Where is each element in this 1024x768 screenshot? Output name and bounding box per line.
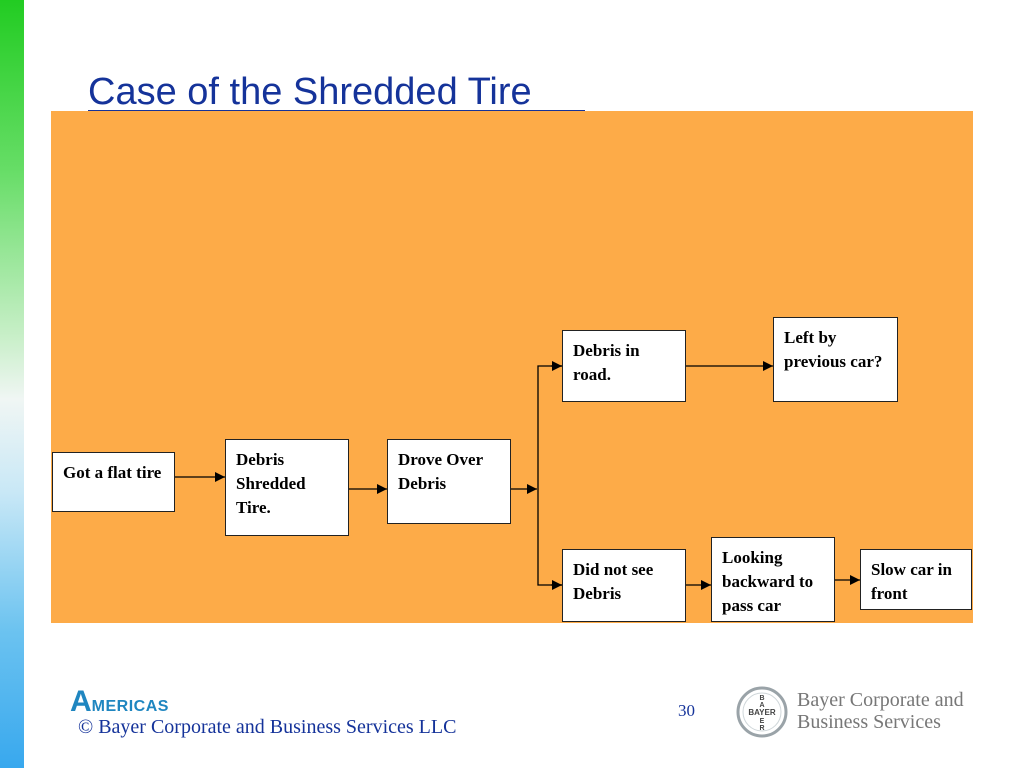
diagram-canvas: Got a flat tire Debris Shredded Tire. Dr… [51,111,973,623]
svg-text:B: B [759,695,764,702]
title-underline [88,110,585,111]
node-got-flat-tire: Got a flat tire [52,452,175,512]
svg-text:E: E [760,718,765,725]
node-looking-backward: Looking backward to pass car [711,537,835,622]
node-debris-shredded-tire: Debris Shredded Tire. [225,439,349,536]
bayer-cross-logo: B A BAYER E R [736,686,788,738]
node-drove-over-debris: Drove Over Debris [387,439,511,524]
americas-logo-rest: MERICAS [91,698,169,715]
americas-logo-initial: A [70,685,92,718]
copyright-notice: © Bayer Corporate and Business Services … [78,716,457,738]
connector-lines [174,361,860,590]
svg-text:A: A [759,702,764,709]
svg-text:R: R [759,725,764,732]
side-gradient-bar [0,0,24,768]
edge-trunk-branches [537,361,562,590]
bayer-company-name-line2: Business Services [797,711,941,733]
bayer-logo-text: BAYER [748,708,775,717]
node-debris-in-road: Debris in road. [562,330,686,402]
bayer-company-name: Bayer Corporate and Business Services [797,689,964,733]
node-slow-car-in-front: Slow car in front [860,549,972,610]
page-number: 30 [678,701,695,720]
node-left-by-previous-car: Left by previous car? [773,317,898,402]
node-did-not-see-debris: Did not see Debris [562,549,686,622]
bayer-company-name-line1: Bayer Corporate and [797,689,964,711]
americas-logo: AMERICAS [70,685,169,719]
slide-title: Case of the Shredded Tire [88,71,532,113]
